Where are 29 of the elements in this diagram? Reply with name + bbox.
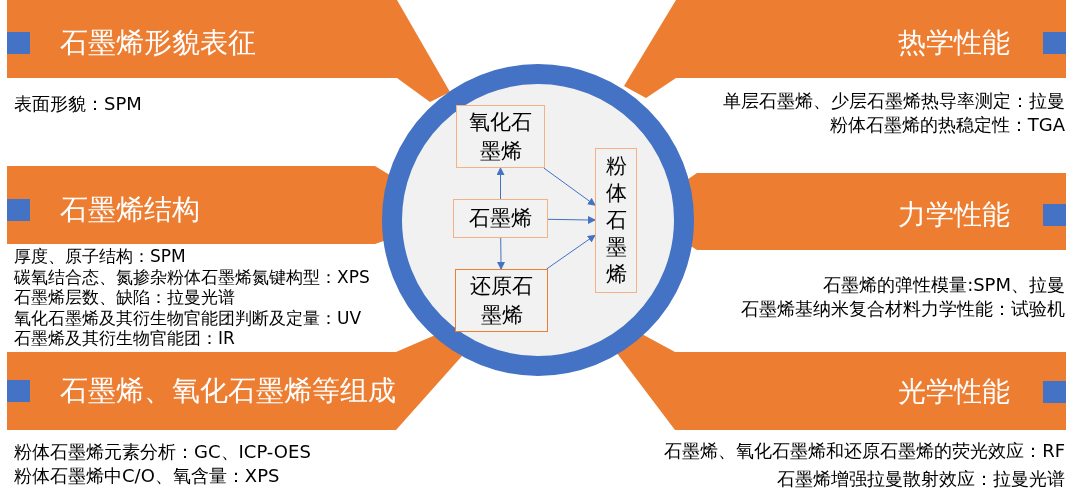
arrow	[547, 216, 596, 224]
body-text: 单层石墨烯、少层石墨烯热导率测定：拉曼	[723, 89, 1065, 113]
body-text: 粉体石墨烯的热稳定性：TGA	[829, 113, 1065, 137]
heading: 石墨烯结构	[60, 193, 200, 227]
heading: 石墨烯形貌表征	[60, 26, 256, 60]
arrow	[546, 234, 596, 270]
body-text: 氧化石墨烯及其衍生物官能团判断及定量：UV	[14, 307, 362, 328]
body-text: 石墨烯增强拉曼散射效应：拉曼光谱	[777, 467, 1065, 491]
body-text: 粉体石墨烯中C/O、氧含量：XPS	[14, 464, 280, 488]
heading: 热学性能	[898, 26, 1010, 60]
text-box: 氧化石墨烯	[456, 105, 545, 168]
body-text: 石墨烯层数、缺陷：拉曼光谱	[14, 287, 235, 308]
heading: 力学性能	[898, 198, 1010, 232]
body-text: 石墨烯的弹性模量:SPM、拉曼	[823, 273, 1065, 297]
body-text: 表面形貌：SPM	[14, 92, 142, 116]
arrow	[497, 237, 505, 270]
heading: 石墨烯、氧化石墨烯等组成	[60, 374, 396, 408]
arrow	[496, 167, 505, 200]
body-text: 碳氧结合态、氮掺杂粉体石墨烯氮键构型：XPS	[14, 266, 370, 287]
arrow	[543, 167, 596, 206]
body-text: 石墨烯及其衍生物官能团：IR	[14, 328, 235, 349]
text-box: 粉体石墨烯	[595, 148, 637, 293]
body-text: 粉体石墨烯元素分析：GC、ICP-OES	[14, 440, 311, 464]
heading: 光学性能	[898, 375, 1010, 409]
text-box: 石墨烯	[453, 199, 548, 238]
body-text: 石墨烯、氧化石墨烯和还原石墨烯的荧光效应：RF	[664, 439, 1065, 463]
body-text: 石墨烯基纳米复合材料力学性能：试验机	[741, 297, 1065, 321]
text-box: 还原石墨烯	[455, 269, 548, 332]
body-text: 厚度、原子结构：SPM	[14, 246, 186, 267]
